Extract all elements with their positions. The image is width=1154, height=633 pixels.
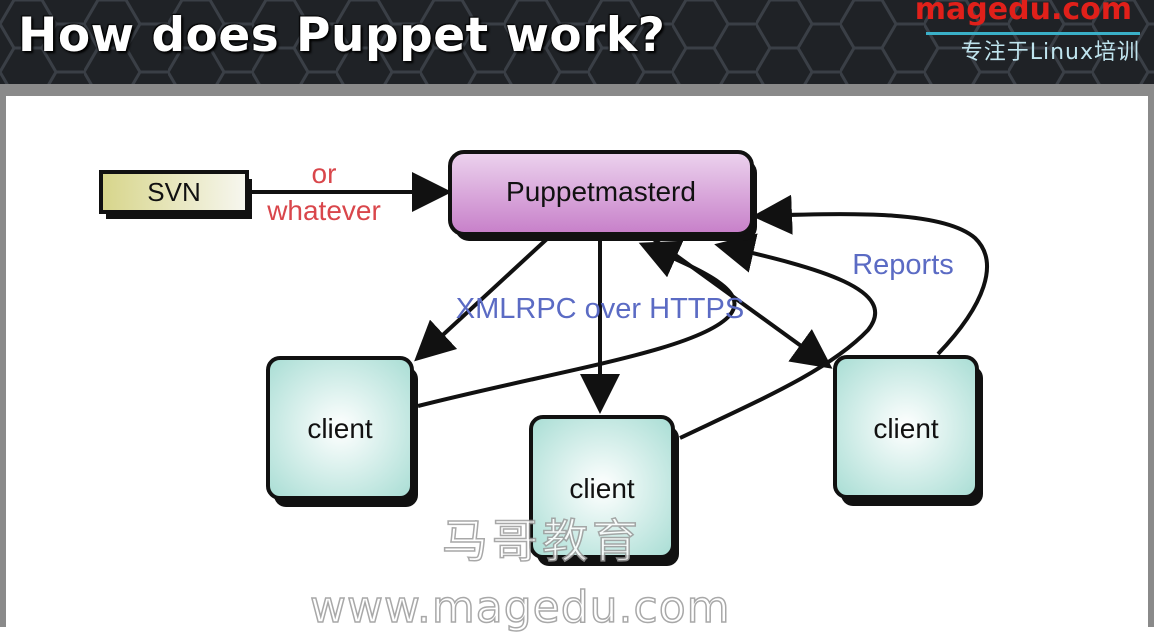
client-center-report-arrow <box>679 233 877 440</box>
frame-left-border <box>0 84 6 627</box>
connections <box>248 172 989 440</box>
master-to-client-left-arrow <box>414 236 550 362</box>
frame-top-border <box>0 84 1154 96</box>
whatever-label: whatever <box>266 195 381 226</box>
client-center-label: client <box>569 473 635 504</box>
client-center-node: client <box>529 415 679 566</box>
reports-label: Reports <box>852 249 954 281</box>
client-left-label: client <box>307 413 373 444</box>
brand-logo-text: magedu.com <box>914 0 1132 27</box>
client-right-node: client <box>833 355 983 506</box>
client-right-report-arrow <box>752 194 989 356</box>
brand-tagline: 专注于Linux培训 <box>960 40 1140 65</box>
puppetmasterd-node: Puppetmasterd <box>448 150 757 241</box>
client-left-node: client <box>266 356 418 507</box>
watermark-chinese: 马哥教育 <box>441 513 642 569</box>
slide-header: How does Puppet work? magedu.com 专注于Linu… <box>0 0 1154 84</box>
brand-divider <box>926 32 1140 35</box>
or-label: or <box>312 158 337 189</box>
puppetmasterd-label: Puppetmasterd <box>506 176 696 207</box>
frame-right-border <box>1148 84 1154 627</box>
hexagon-pattern <box>0 0 1154 84</box>
xmlrpc-over-https-label: XMLRPC over HTTPS <box>456 293 744 325</box>
client-left-report-arrow <box>417 240 737 408</box>
client-right-label: client <box>873 413 939 444</box>
svn-node: SVN <box>99 170 252 219</box>
watermark-url: www.magedu.com <box>309 581 731 633</box>
svn-label: SVN <box>147 177 200 207</box>
slide-title: How does Puppet work? <box>18 8 666 63</box>
